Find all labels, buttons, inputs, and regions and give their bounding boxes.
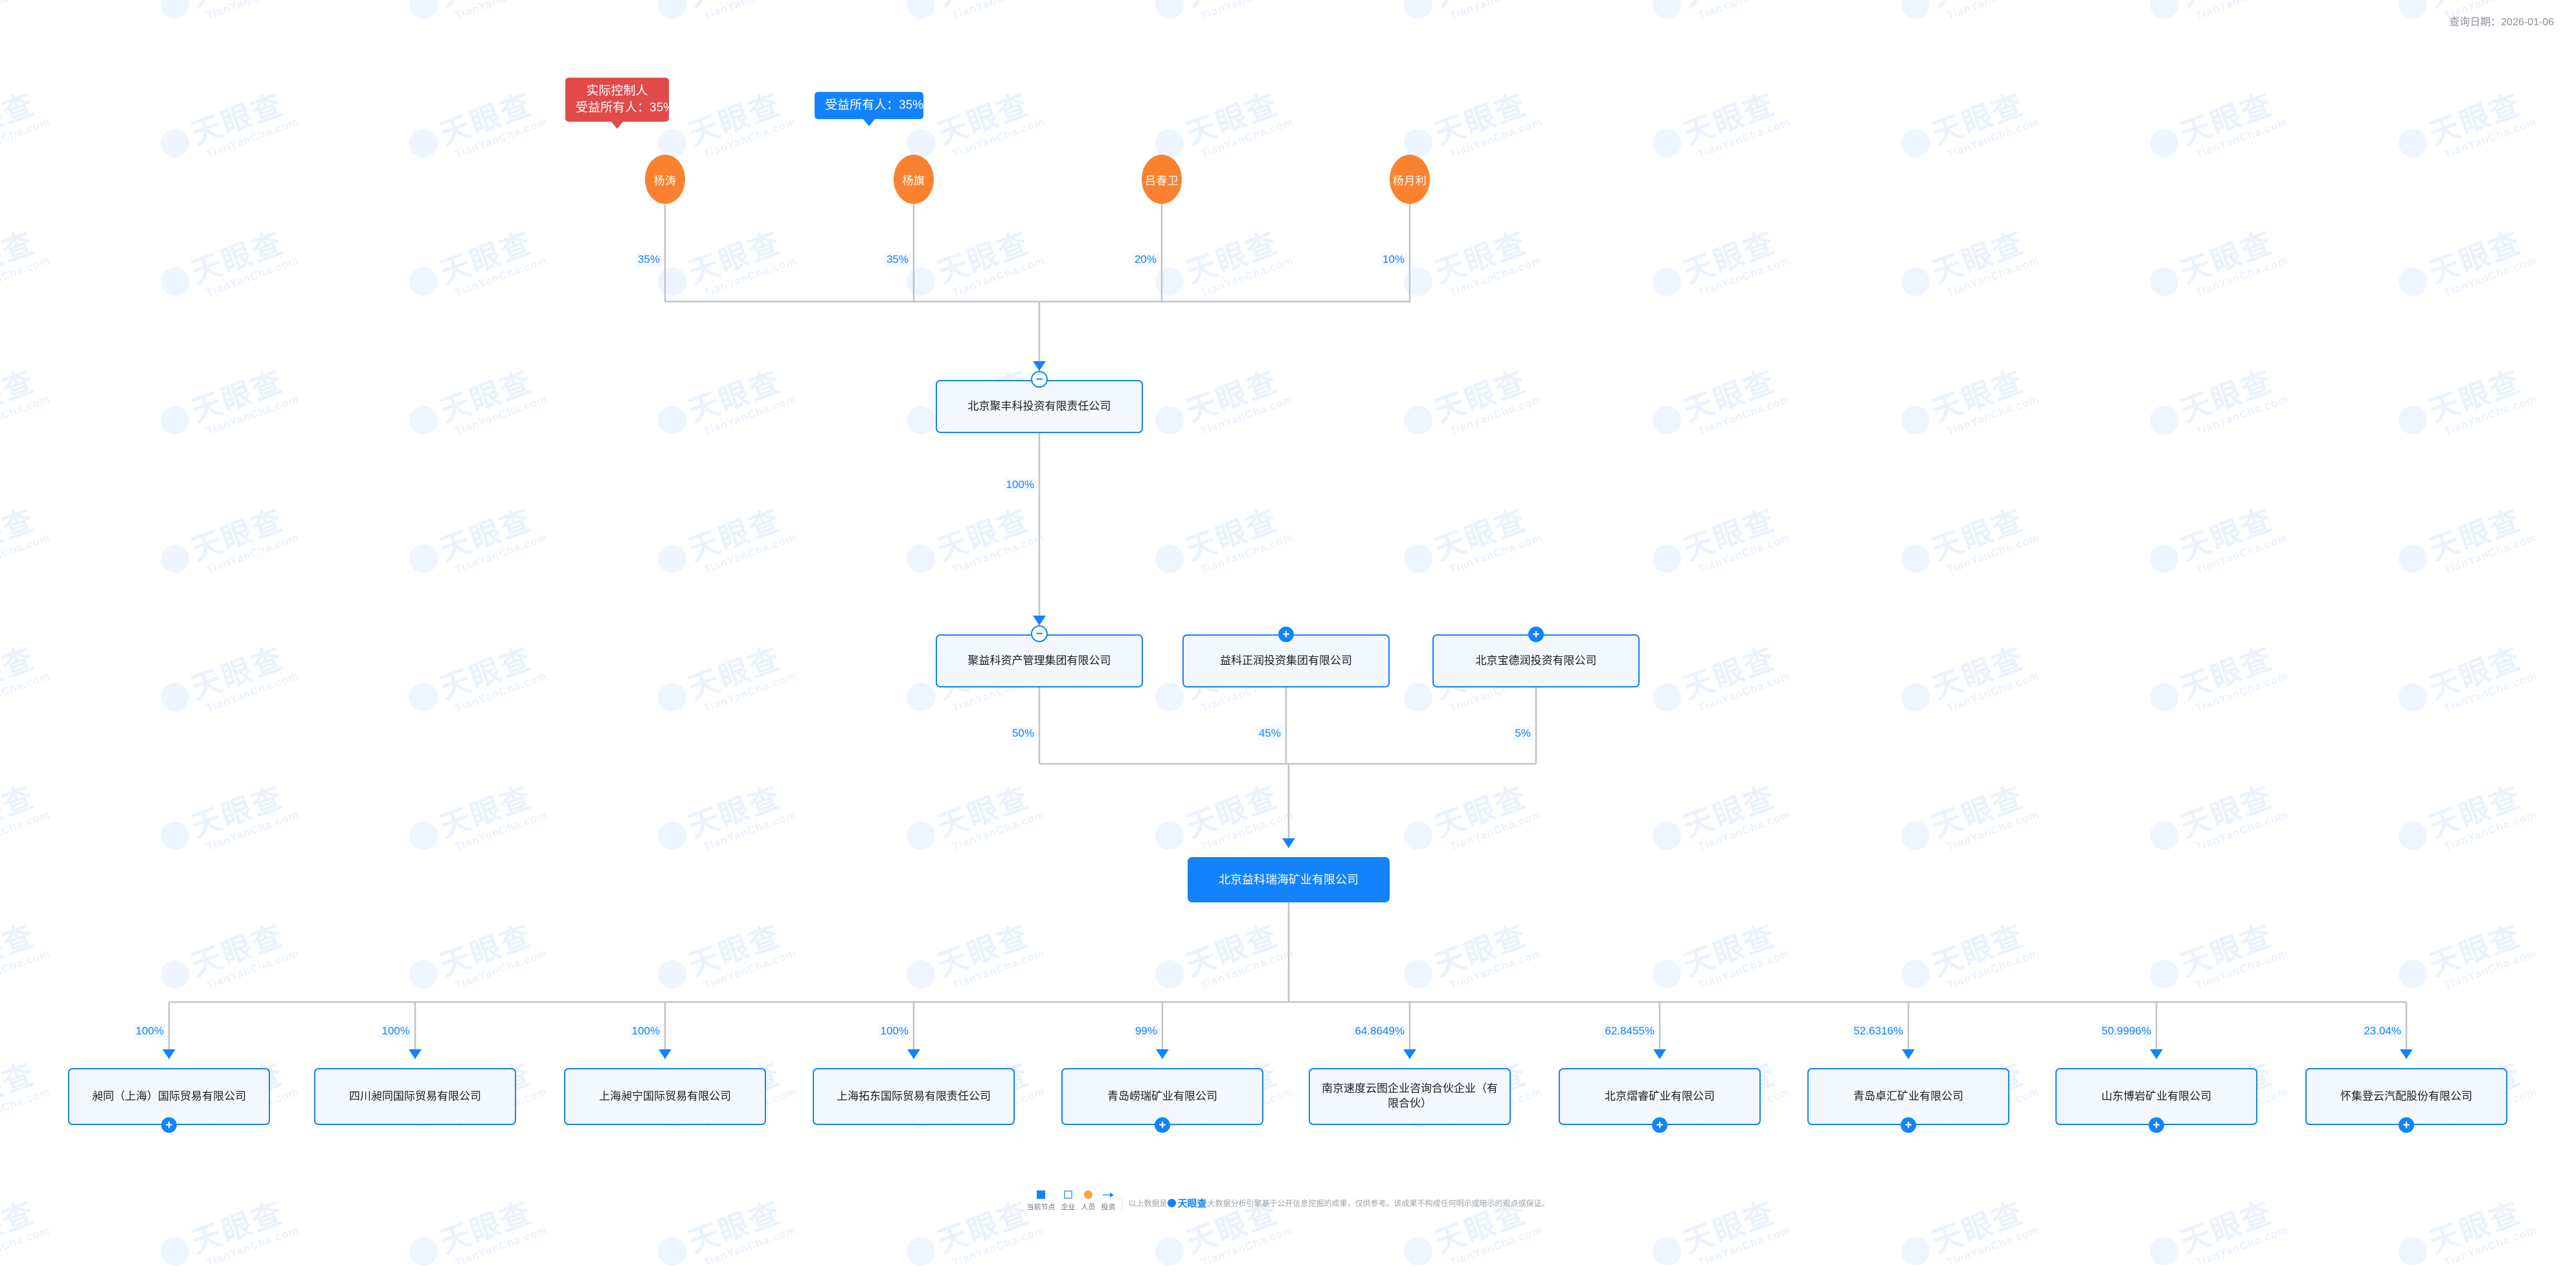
- company-node-mid-1[interactable]: 益科正润投资集团有限公司: [1182, 634, 1390, 687]
- edge-percent-label: 100%: [629, 1024, 662, 1038]
- person-node-1[interactable]: 杨旗: [894, 155, 934, 204]
- expand-toggle-plus-icon[interactable]: +: [1901, 1117, 1916, 1133]
- legend-label: 人员: [1081, 1203, 1096, 1211]
- edge-percent-label: 100%: [878, 1024, 910, 1038]
- person-node-0[interactable]: 杨涛: [645, 155, 685, 204]
- tag-beneficial-owner: 受益所有人：35%: [815, 92, 924, 126]
- query-date-label: 查询日期：2026-01-06: [2449, 17, 2554, 28]
- footer-bar: 当前节点企业人员投资 以上数据是 天眼查 大数据分析引擎基于公开信息挖掘的成果，…: [0, 1190, 2576, 1212]
- legend-item-1: 企业: [1061, 1190, 1075, 1212]
- legend-label: 投资: [1101, 1203, 1116, 1211]
- company-name: 益科正润投资集团有限公司: [1220, 654, 1352, 667]
- company-node-sub-4[interactable]: 青岛崂瑞矿业有限公司: [1061, 1068, 1263, 1125]
- company-node-sub-8[interactable]: 山东博岩矿业有限公司: [2055, 1068, 2257, 1125]
- company-node-mid-0[interactable]: 聚益科资产管理集团有限公司: [936, 634, 1143, 687]
- company-name: 昶同（上海）国际贸易有限公司: [92, 1089, 246, 1102]
- person-node-3[interactable]: 杨月利: [1390, 155, 1430, 204]
- company-name: 上海拓东国际贸易有限责任公司: [837, 1089, 991, 1102]
- filled-square-icon: [1036, 1190, 1045, 1199]
- arrow-right-icon: [1102, 1190, 1114, 1199]
- legend: 当前节点企业人员投资: [1026, 1190, 1115, 1212]
- tag-actual-controller-line-1: 受益所有人：35%: [576, 100, 675, 115]
- collapse-toggle-minus-icon[interactable]: −: [1031, 371, 1048, 388]
- disclaimer-prefix: 以上数据是: [1128, 1199, 1168, 1208]
- legend-label: 企业: [1061, 1203, 1076, 1211]
- edge-percent-label: 99%: [1133, 1024, 1159, 1038]
- edge-percent-label: 52.6316%: [1851, 1024, 1905, 1038]
- edge-percent-label: 100%: [133, 1024, 166, 1038]
- edge-percent-label: 64.8649%: [1353, 1024, 1407, 1038]
- expand-toggle-plus-icon[interactable]: +: [1155, 1117, 1170, 1133]
- company-name: 上海昶宁国际贸易有限公司: [599, 1089, 731, 1102]
- legend-item-3: 投资: [1101, 1190, 1115, 1212]
- company-name: 北京益科瑞海矿业有限公司: [1219, 873, 1359, 886]
- orange-circle-icon: [1083, 1190, 1092, 1199]
- tag-pointer-icon: [611, 121, 623, 129]
- company-node-focus[interactable]: 北京益科瑞海矿业有限公司: [1188, 857, 1390, 902]
- brand-dot-icon: [1168, 1199, 1177, 1207]
- company-name: 青岛崂瑞矿业有限公司: [1107, 1089, 1217, 1102]
- person-name: 吕春卫: [1144, 174, 1179, 187]
- edge-percent-label: 45%: [1256, 726, 1283, 741]
- edge-percent-label: 100%: [379, 1024, 412, 1038]
- outline-square-icon: [1063, 1190, 1072, 1199]
- person-name: 杨月利: [1392, 174, 1427, 187]
- brand-logo: 天眼查: [1168, 1196, 1207, 1210]
- company-name: 青岛卓汇矿业有限公司: [1853, 1089, 1963, 1102]
- company-name: 聚益科资产管理集团有限公司: [967, 654, 1111, 667]
- collapse-toggle-minus-icon[interactable]: −: [1031, 625, 1048, 642]
- disclaimer-body: 大数据分析引擎基于公开信息挖掘的成果，仅供参考。该成果不构成任何明示或暗示的观点…: [1207, 1199, 1550, 1208]
- tag-actual-controller-line-0: 实际控制人: [586, 84, 648, 98]
- company-node-sub-6[interactable]: 北京熠睿矿业有限公司: [1559, 1068, 1761, 1125]
- edge-percent-label: 100%: [1004, 478, 1036, 492]
- edge-percent-label: 35%: [884, 252, 910, 267]
- company-name: 四川昶同国际贸易有限公司: [349, 1089, 481, 1102]
- legend-item-2: 人员: [1081, 1190, 1095, 1212]
- company-node-sub-1[interactable]: 四川昶同国际贸易有限公司: [314, 1068, 516, 1125]
- edge-percent-label: 5%: [1513, 726, 1533, 741]
- expand-toggle-plus-icon[interactable]: +: [2149, 1117, 2164, 1133]
- tag-pointer-icon: [863, 118, 875, 126]
- edge-percent-label: 50.9996%: [2099, 1024, 2153, 1038]
- edge-percent-label: 10%: [1380, 252, 1407, 267]
- expand-toggle-plus-icon[interactable]: +: [1278, 627, 1294, 642]
- expand-toggle-plus-icon[interactable]: +: [1528, 627, 1544, 642]
- org-chart-connectors: [163, 204, 2413, 1059]
- company-name: 北京宝德润投资有限公司: [1475, 654, 1597, 667]
- company-name: 北京聚丰科投资有限责任公司: [967, 399, 1111, 412]
- disclaimer-text: 以上数据是 天眼查 大数据分析引擎基于公开信息挖掘的成果，仅供参考。该成果不构成…: [1122, 1196, 1550, 1212]
- person-name: 杨旗: [902, 174, 925, 187]
- expand-toggle-plus-icon[interactable]: +: [1652, 1117, 1667, 1133]
- company-name: 南京速度云图企业咨询合伙企业（有限合伙）: [1322, 1082, 1498, 1110]
- company-node-sub-0[interactable]: 昶同（上海）国际贸易有限公司: [68, 1068, 270, 1125]
- edge-percent-label: 23.04%: [2362, 1024, 2403, 1038]
- company-name: 山东博岩矿业有限公司: [2101, 1089, 2211, 1102]
- company-node-sub-2[interactable]: 上海昶宁国际贸易有限公司: [564, 1068, 766, 1125]
- edge-percent-label: 50%: [1010, 726, 1036, 741]
- company-node-sub-7[interactable]: 青岛卓汇矿业有限公司: [1807, 1068, 2009, 1125]
- company-node-sub-3[interactable]: 上海拓东国际贸易有限责任公司: [813, 1068, 1015, 1125]
- company-node-sub-5[interactable]: 南京速度云图企业咨询合伙企业（有限合伙）: [1309, 1068, 1511, 1125]
- person-node-2[interactable]: 吕春卫: [1142, 155, 1182, 204]
- expand-toggle-plus-icon[interactable]: +: [161, 1117, 177, 1133]
- edge-percent-label: 62.8455%: [1603, 1024, 1656, 1038]
- legend-label: 当前节点: [1026, 1203, 1056, 1211]
- expand-toggle-plus-icon[interactable]: +: [2399, 1117, 2414, 1133]
- company-node-sub-9[interactable]: 怀集登云汽配股份有限公司: [2305, 1068, 2507, 1125]
- company-node-mid-2[interactable]: 北京宝德润投资有限公司: [1432, 634, 1640, 687]
- person-name: 杨涛: [653, 174, 677, 187]
- company-name: 怀集登云汽配股份有限公司: [2340, 1089, 2472, 1102]
- legend-item-0: 当前节点: [1026, 1190, 1055, 1212]
- tag-beneficial-owner-line-0: 受益所有人：35%: [825, 98, 924, 112]
- company-name: 北京熠睿矿业有限公司: [1605, 1089, 1715, 1102]
- edge-percent-label: 35%: [635, 252, 662, 267]
- tag-actual-controller: 实际控制人受益所有人：35%: [565, 78, 675, 129]
- company-node-holding[interactable]: 北京聚丰科投资有限责任公司: [936, 380, 1143, 433]
- edge-percent-label: 20%: [1132, 252, 1158, 267]
- brand-name: 天眼查: [1177, 1198, 1207, 1209]
